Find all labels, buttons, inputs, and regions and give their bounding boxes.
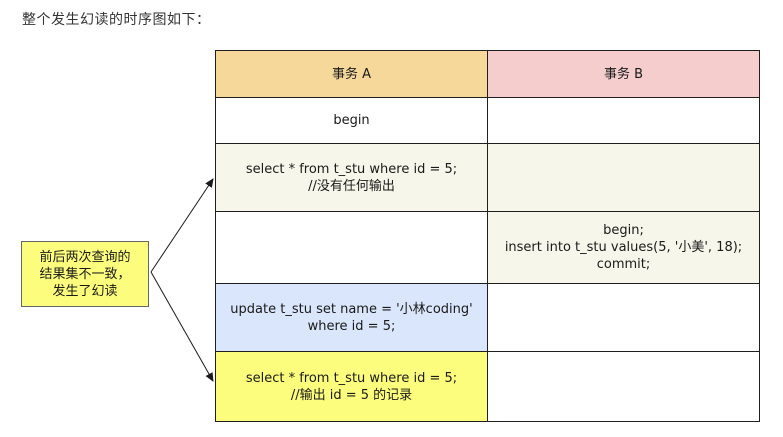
cell-a-update: update t_stu set name = '小林coding' where… xyxy=(215,283,488,352)
cell-b-empty xyxy=(487,351,760,422)
sequence-table: 事务 A 事务 B begin select * from t_stu wher… xyxy=(215,50,760,422)
header-row: 事务 A 事务 B xyxy=(215,50,760,98)
table-row: select * from t_stu where id = 5; //输出 i… xyxy=(215,351,760,422)
cell-b-empty xyxy=(487,283,760,352)
arrow-to-first-select xyxy=(150,178,214,273)
cell-a-empty xyxy=(215,211,488,284)
cell-a-begin: begin xyxy=(215,97,488,144)
table-row: begin xyxy=(215,97,760,144)
cell-b-empty xyxy=(487,97,760,144)
intro-text: 整个发生幻读的时序图如下： xyxy=(22,12,211,28)
phantom-read-note: 前后两次查询的 结果集不一致， 发生了幻读 xyxy=(21,241,149,307)
cell-b-empty xyxy=(487,143,760,212)
table-row: update t_stu set name = '小林coding' where… xyxy=(215,283,760,352)
header-transaction-b: 事务 B xyxy=(487,50,760,98)
arrow-to-second-select xyxy=(150,271,214,382)
table-row: begin; insert into t_stu values(5, '小美',… xyxy=(215,211,760,284)
table-row: select * from t_stu where id = 5; //没有任何… xyxy=(215,143,760,212)
cell-a-second-select: select * from t_stu where id = 5; //输出 i… xyxy=(215,351,488,422)
cell-a-first-select: select * from t_stu where id = 5; //没有任何… xyxy=(215,143,488,212)
cell-b-insert: begin; insert into t_stu values(5, '小美',… xyxy=(487,211,760,284)
